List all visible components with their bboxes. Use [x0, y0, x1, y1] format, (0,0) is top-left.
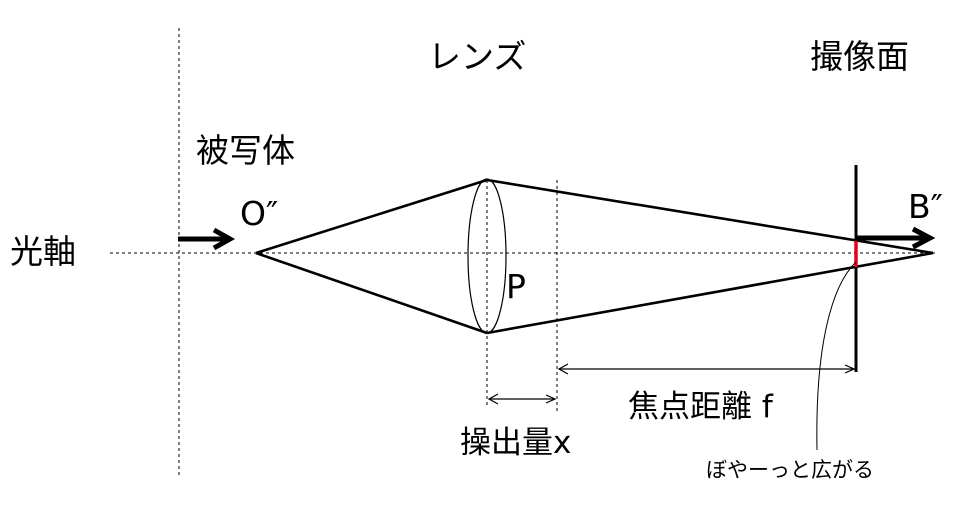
subject-label: 被写体	[196, 131, 295, 170]
object-point-label: O″	[240, 194, 279, 233]
blur-leader-line	[816, 261, 857, 451]
extension-label: 操出量x	[460, 425, 572, 461]
lens-center-label: P	[506, 267, 526, 306]
lens-shape	[467, 178, 507, 334]
ray-image-top	[486, 178, 934, 255]
ray-object-top	[255, 178, 488, 255]
extension-dimension-left-head	[487, 393, 499, 405]
optical-axis-label: 光軸	[10, 232, 76, 271]
object-arrow-head	[212, 227, 236, 251]
ray-image-bottom	[486, 251, 934, 335]
image-point-label: B″	[908, 187, 943, 226]
focal-length-label: 焦点距離 f	[628, 389, 773, 425]
ray-object-bottom	[255, 251, 488, 335]
sensor-label: 撮像面	[810, 37, 909, 76]
focal-dimension-left-head	[557, 363, 569, 375]
image-arrow-head	[911, 226, 936, 250]
lens-label: レンズ	[428, 37, 527, 76]
blur-label: ぼやーっと広がる	[706, 458, 874, 482]
